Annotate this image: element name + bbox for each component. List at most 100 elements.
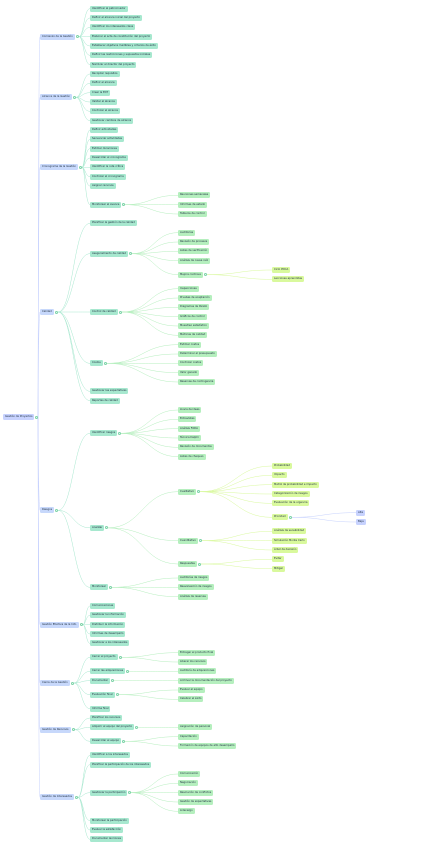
node-revision-de-procesos[interactable]: Revisión de procesos	[178, 239, 210, 245]
node-evaluar-la-satisfaccion[interactable]: Evaluar la satisfacción	[90, 827, 124, 833]
collapse-toggle-icon[interactable]	[80, 623, 83, 627]
node-documentar-lecciones[interactable]: Documentar lecciones	[90, 836, 123, 843]
node-planificar-los-recursos[interactable]: Planificar los recursos	[90, 715, 123, 721]
node-mejora-continua[interactable]: Mejora continua	[178, 271, 203, 278]
node-asignar-recursos[interactable]: Asignar recursos	[90, 183, 116, 189]
node-identificar-al-patrocinador[interactable]: Identificar al patrocinador	[90, 5, 128, 12]
node-gestion-de-expectativas[interactable]: Gestión de expectativas	[178, 799, 214, 805]
node-analizar[interactable]: Analizar	[90, 524, 105, 531]
node-respuestas[interactable]: Respuestas	[178, 561, 197, 567]
node-reportes-de-calidad[interactable]: Reportes de calidad	[90, 397, 120, 404]
node-cuantitativo[interactable]: Cuantitativo	[178, 537, 198, 544]
node-identificar-a-los-interesados[interactable]: Identificar a los interesados	[90, 752, 130, 759]
node-definir-actividades[interactable]: Definir actividades	[90, 127, 119, 133]
node-reservas-de-contingencia[interactable]: Reservas de contingencia	[178, 379, 216, 385]
node-impacto[interactable]: Impacto	[272, 472, 287, 479]
node-definir-el-alcance[interactable]: Definir el alcance	[90, 80, 117, 87]
collapse-toggle-icon[interactable]	[73, 95, 76, 99]
node-entregar-el-producto-final[interactable]: Entregar el producto final	[178, 649, 216, 656]
node-calidad[interactable]: Calidad	[40, 309, 54, 315]
collapse-toggle-icon[interactable]	[35, 415, 38, 419]
node-mitigar[interactable]: Mitigar	[272, 565, 285, 572]
node-evaluacion-final[interactable]: Evaluación final	[90, 691, 115, 698]
node-archivar-la-documentacion-del-proyecto[interactable]: Archivar la documentación del proyecto	[178, 677, 234, 684]
node-alta[interactable]: Alta	[356, 509, 366, 516]
node-tableros-de-control[interactable]: Tableros de control	[178, 211, 207, 217]
node-probabilidad[interactable]: Probabilidad	[272, 463, 293, 469]
node-comienzo-de-la-gestion[interactable]: Comienzo de la Gestión	[40, 33, 75, 40]
node-categorizacion-de-riesgos[interactable]: Categorización de riesgos	[272, 491, 310, 497]
node-arbol-de-decision[interactable]: Árbol de decisión	[272, 547, 299, 553]
node-controlar-el-cronograma[interactable]: Controlar el cronograma	[90, 173, 126, 180]
node-distribuir-la-informacion[interactable]: Distribuir la información	[90, 621, 126, 628]
node-matriz-de-probabilidad-e-impacto[interactable]: Matriz de probabilidad e impacto	[272, 481, 319, 488]
node-lluvia-de-ideas[interactable]: Lluvia de ideas	[178, 407, 202, 413]
collapse-toggle-icon[interactable]	[105, 526, 108, 530]
node-auditoria-de-adquisiciones[interactable]: Auditoría de adquisiciones	[178, 668, 217, 675]
node-negociacion[interactable]: Negociación	[178, 780, 198, 787]
node-monitorear-el-avance[interactable]: Monitorear el avance	[90, 201, 122, 208]
node-cerrar-las-adquisiciones[interactable]: Cerrar las adquisiciones	[90, 668, 126, 675]
node-cualitativo[interactable]: Cualitativo	[178, 488, 196, 495]
node-estimar-costos[interactable]: Estimar costos	[178, 341, 202, 348]
node-documentar[interactable]: Documentar	[90, 677, 111, 684]
collapse-toggle-icon[interactable]	[55, 310, 58, 314]
node-aseguramiento-de-calidad[interactable]: Aseguramiento de calidad	[90, 250, 128, 257]
node-validar-el-alcance[interactable]: Validar el alcance	[90, 99, 117, 105]
node-planificar-la-participacion-de-los-interesados[interactable]: Planificar la participación de los inter…	[90, 761, 152, 768]
node-elaborar-el-acta-de-constitucion-del-proyecto[interactable]: Elaborar el acta de constitución del pro…	[90, 33, 153, 40]
collapse-toggle-icon[interactable]	[71, 681, 74, 685]
node-capacitacion[interactable]: Capacitación	[178, 733, 199, 740]
node-gestionar-a-los-interesados[interactable]: Gestionar a los interesados	[90, 640, 130, 647]
node-evaluar-el-equipo[interactable]: Evaluar el equipo	[178, 687, 205, 693]
node-gestionar-cambios-de-alcance[interactable]: Gestionar cambios de alcance	[90, 117, 134, 124]
collapse-toggle-icon[interactable]	[55, 508, 58, 512]
collapse-toggle-icon[interactable]	[104, 361, 107, 365]
node-definir-el-alcance-inicial-del-proyecto[interactable]: Definir el alcance inicial del proyecto	[90, 15, 142, 21]
node-listas-de-verificacion[interactable]: Listas de verificación	[178, 248, 210, 255]
node-metricas-de-calidad[interactable]: Métricas de calidad	[178, 332, 208, 339]
collapse-toggle-icon[interactable]	[289, 515, 292, 519]
node-entrevistas[interactable]: Entrevistas	[178, 416, 197, 423]
node-comunicacion[interactable]: Comunicación	[178, 771, 201, 777]
collapse-toggle-icon[interactable]	[129, 252, 132, 256]
node-informe-final[interactable]: Informe final	[90, 705, 111, 712]
collapse-toggle-icon[interactable]	[204, 273, 207, 277]
node-gestion-de-recursos[interactable]: Gestión de Recursos	[40, 726, 71, 733]
node-gestion-efectiva-de-la-info[interactable]: Gestión Efectiva de la Info.	[40, 621, 79, 628]
collapse-toggle-icon[interactable]	[135, 725, 138, 729]
node-baja[interactable]: Baja	[356, 519, 366, 525]
node-determinar-el-presupuesto[interactable]: Determinar el presupuesto	[178, 351, 217, 357]
node-listas-de-chequeo[interactable]: Listas de chequeo	[178, 453, 206, 460]
node-diagramas-de-pareto[interactable]: Diagramas de Pareto	[178, 304, 210, 311]
node-estimar-duraciones[interactable]: Estimar duraciones	[90, 145, 120, 152]
node-evitar[interactable]: Evitar	[272, 556, 284, 563]
node-formacion-de-equipos-de-alto-desempeno[interactable]: Formación de equipos de alto desempeño	[178, 743, 237, 749]
node-muestreo-estadistico[interactable]: Muestreo estadístico	[178, 323, 209, 329]
node-auditorias-de-riesgos[interactable]: Auditorías de riesgos	[178, 575, 210, 581]
node-monitorear-la-participacion[interactable]: Monitorear la participación	[90, 817, 129, 824]
collapse-toggle-icon[interactable]	[199, 539, 202, 543]
collapse-toggle-icon[interactable]	[119, 310, 122, 314]
node-lecciones-aprendidas[interactable]: Lecciones aprendidas	[272, 276, 305, 283]
node-prioridad[interactable]: Prioridad	[272, 514, 288, 521]
node-adquirir-el-equipo-del-proyecto[interactable]: Adquirir el equipo del proyecto	[90, 724, 135, 731]
node-revision-de-documentos[interactable]: Revisión de documentos	[178, 444, 214, 451]
node-gestionar-las-expectativas[interactable]: Gestionar las expectativas	[90, 388, 129, 395]
node-alcance-de-la-gestion[interactable]: Alcance de la Gestión	[40, 94, 73, 101]
node-auditorias[interactable]: Auditorías	[178, 229, 196, 236]
node-desarrollar-el-cronograma[interactable]: Desarrollar el cronograma	[90, 155, 128, 161]
collapse-toggle-icon[interactable]	[111, 679, 114, 683]
collapse-toggle-icon[interactable]	[76, 35, 79, 39]
node-gestionar-la-informacion[interactable]: Gestionar la información	[90, 612, 126, 619]
collapse-toggle-icon[interactable]	[119, 655, 122, 659]
collapse-toggle-icon[interactable]	[128, 791, 131, 795]
collapse-toggle-icon[interactable]	[198, 562, 201, 566]
node-ciclo-pdca[interactable]: Ciclo PDCA	[272, 267, 291, 273]
node-controlar-el-alcance[interactable]: Controlar el alcance	[90, 108, 120, 115]
node-simulacion-monte-carlo[interactable]: Simulación Monte Carlo	[272, 537, 307, 544]
collapse-toggle-icon[interactable]	[79, 165, 82, 169]
node-riesgos[interactable]: Riesgos	[40, 507, 55, 514]
collapse-toggle-icon[interactable]	[122, 739, 125, 743]
node-analisis-de-reservas[interactable]: Análisis de reservas	[178, 593, 208, 600]
